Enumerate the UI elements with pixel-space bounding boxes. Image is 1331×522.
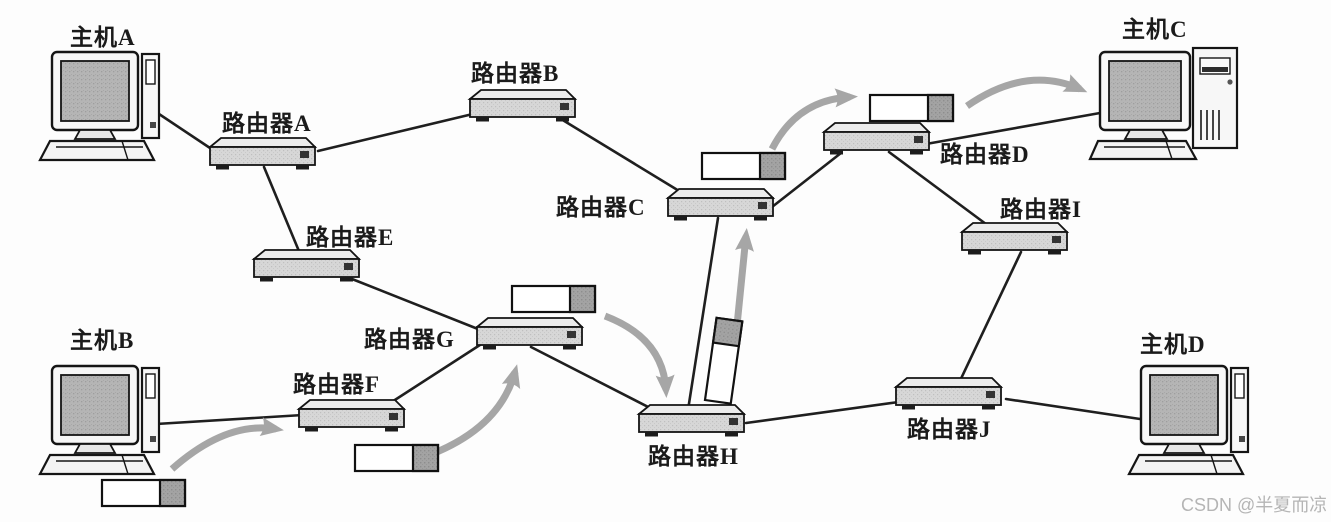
- router-j-icon: [895, 377, 1002, 411]
- router-d-icon: [823, 122, 930, 156]
- flow-arrow-routerC-to-routerD: [768, 88, 858, 151]
- packet-icon-above-routerG: [510, 284, 597, 314]
- router-b-label: 路由器B: [471, 60, 559, 86]
- packet-icon-below-hostB: [100, 478, 187, 508]
- router-a-icon: [209, 137, 316, 171]
- router-h-icon: [638, 404, 745, 438]
- router-g-icon: [476, 317, 583, 351]
- link-hostB-routerF: [154, 413, 305, 426]
- router-e-label: 路由器E: [306, 224, 394, 250]
- link-routerC-routerD: [770, 151, 843, 209]
- link-routerD-hostC: [924, 111, 1102, 146]
- host-c-label: 主机C: [1122, 17, 1188, 42]
- host-d-icon: [1127, 364, 1250, 476]
- link-routerC-routerH: [686, 216, 720, 412]
- link-hostA-routerA: [154, 110, 218, 154]
- router-a-label: 路由器A: [222, 110, 312, 136]
- router-h-label: 路由器H: [648, 443, 739, 469]
- router-g-label: 路由器G: [364, 326, 455, 352]
- link-routerA-routerB: [316, 111, 479, 153]
- link-routerI-routerJ: [956, 250, 1023, 387]
- router-d-label: 路由器D: [940, 141, 1030, 167]
- packet-icon-above-routerD: [868, 93, 955, 123]
- watermark: CSDN @半夏而凉: [1181, 495, 1327, 515]
- host-b-label: 主机B: [70, 328, 134, 353]
- host-b-icon: [38, 364, 161, 476]
- router-i-label: 路由器I: [1000, 196, 1082, 222]
- router-c-icon: [667, 188, 774, 222]
- flow-arrow-routerF-to-routerG: [422, 364, 521, 461]
- host-a-label: 主机A: [70, 25, 136, 50]
- flow-arrow-hostB-to-routerF: [169, 417, 284, 472]
- router-e-icon: [253, 249, 360, 283]
- flow-arrow-routerD-to-hostC: [965, 74, 1088, 109]
- router-f-label: 路由器F: [293, 371, 380, 397]
- router-f-icon: [298, 399, 405, 433]
- packet-icon-above-routerC: [700, 151, 787, 181]
- host-c-icon: [1088, 46, 1239, 161]
- link-routerF-routerG: [382, 341, 485, 409]
- router-j-label: 路由器J: [907, 416, 992, 442]
- host-a-icon: [38, 50, 161, 162]
- host-d-label: 主机D: [1140, 332, 1206, 357]
- router-c-label: 路由器C: [556, 194, 646, 220]
- link-routerH-routerJ: [744, 400, 901, 425]
- link-routerB-routerC: [559, 117, 691, 199]
- packet-icon-routerH-to-routerC: [703, 316, 744, 405]
- router-b-icon: [469, 89, 576, 123]
- link-routerD-routerI: [887, 150, 996, 232]
- link-routerE-routerG: [350, 277, 485, 333]
- link-routerG-routerH: [529, 345, 660, 414]
- link-routerJ-hostD: [1004, 397, 1142, 421]
- network-links: [154, 110, 1142, 426]
- link-routerA-routerE: [262, 165, 303, 258]
- flow-arrow-routerG-to-routerH: [603, 312, 675, 398]
- labels: 主机A 主机B 主机C 主机D 路由器A 路由器B 路由器C 路由器D 路由器E…: [70, 17, 1206, 469]
- packet-icon-below-routerF: [353, 443, 440, 473]
- router-i-icon: [961, 222, 1068, 256]
